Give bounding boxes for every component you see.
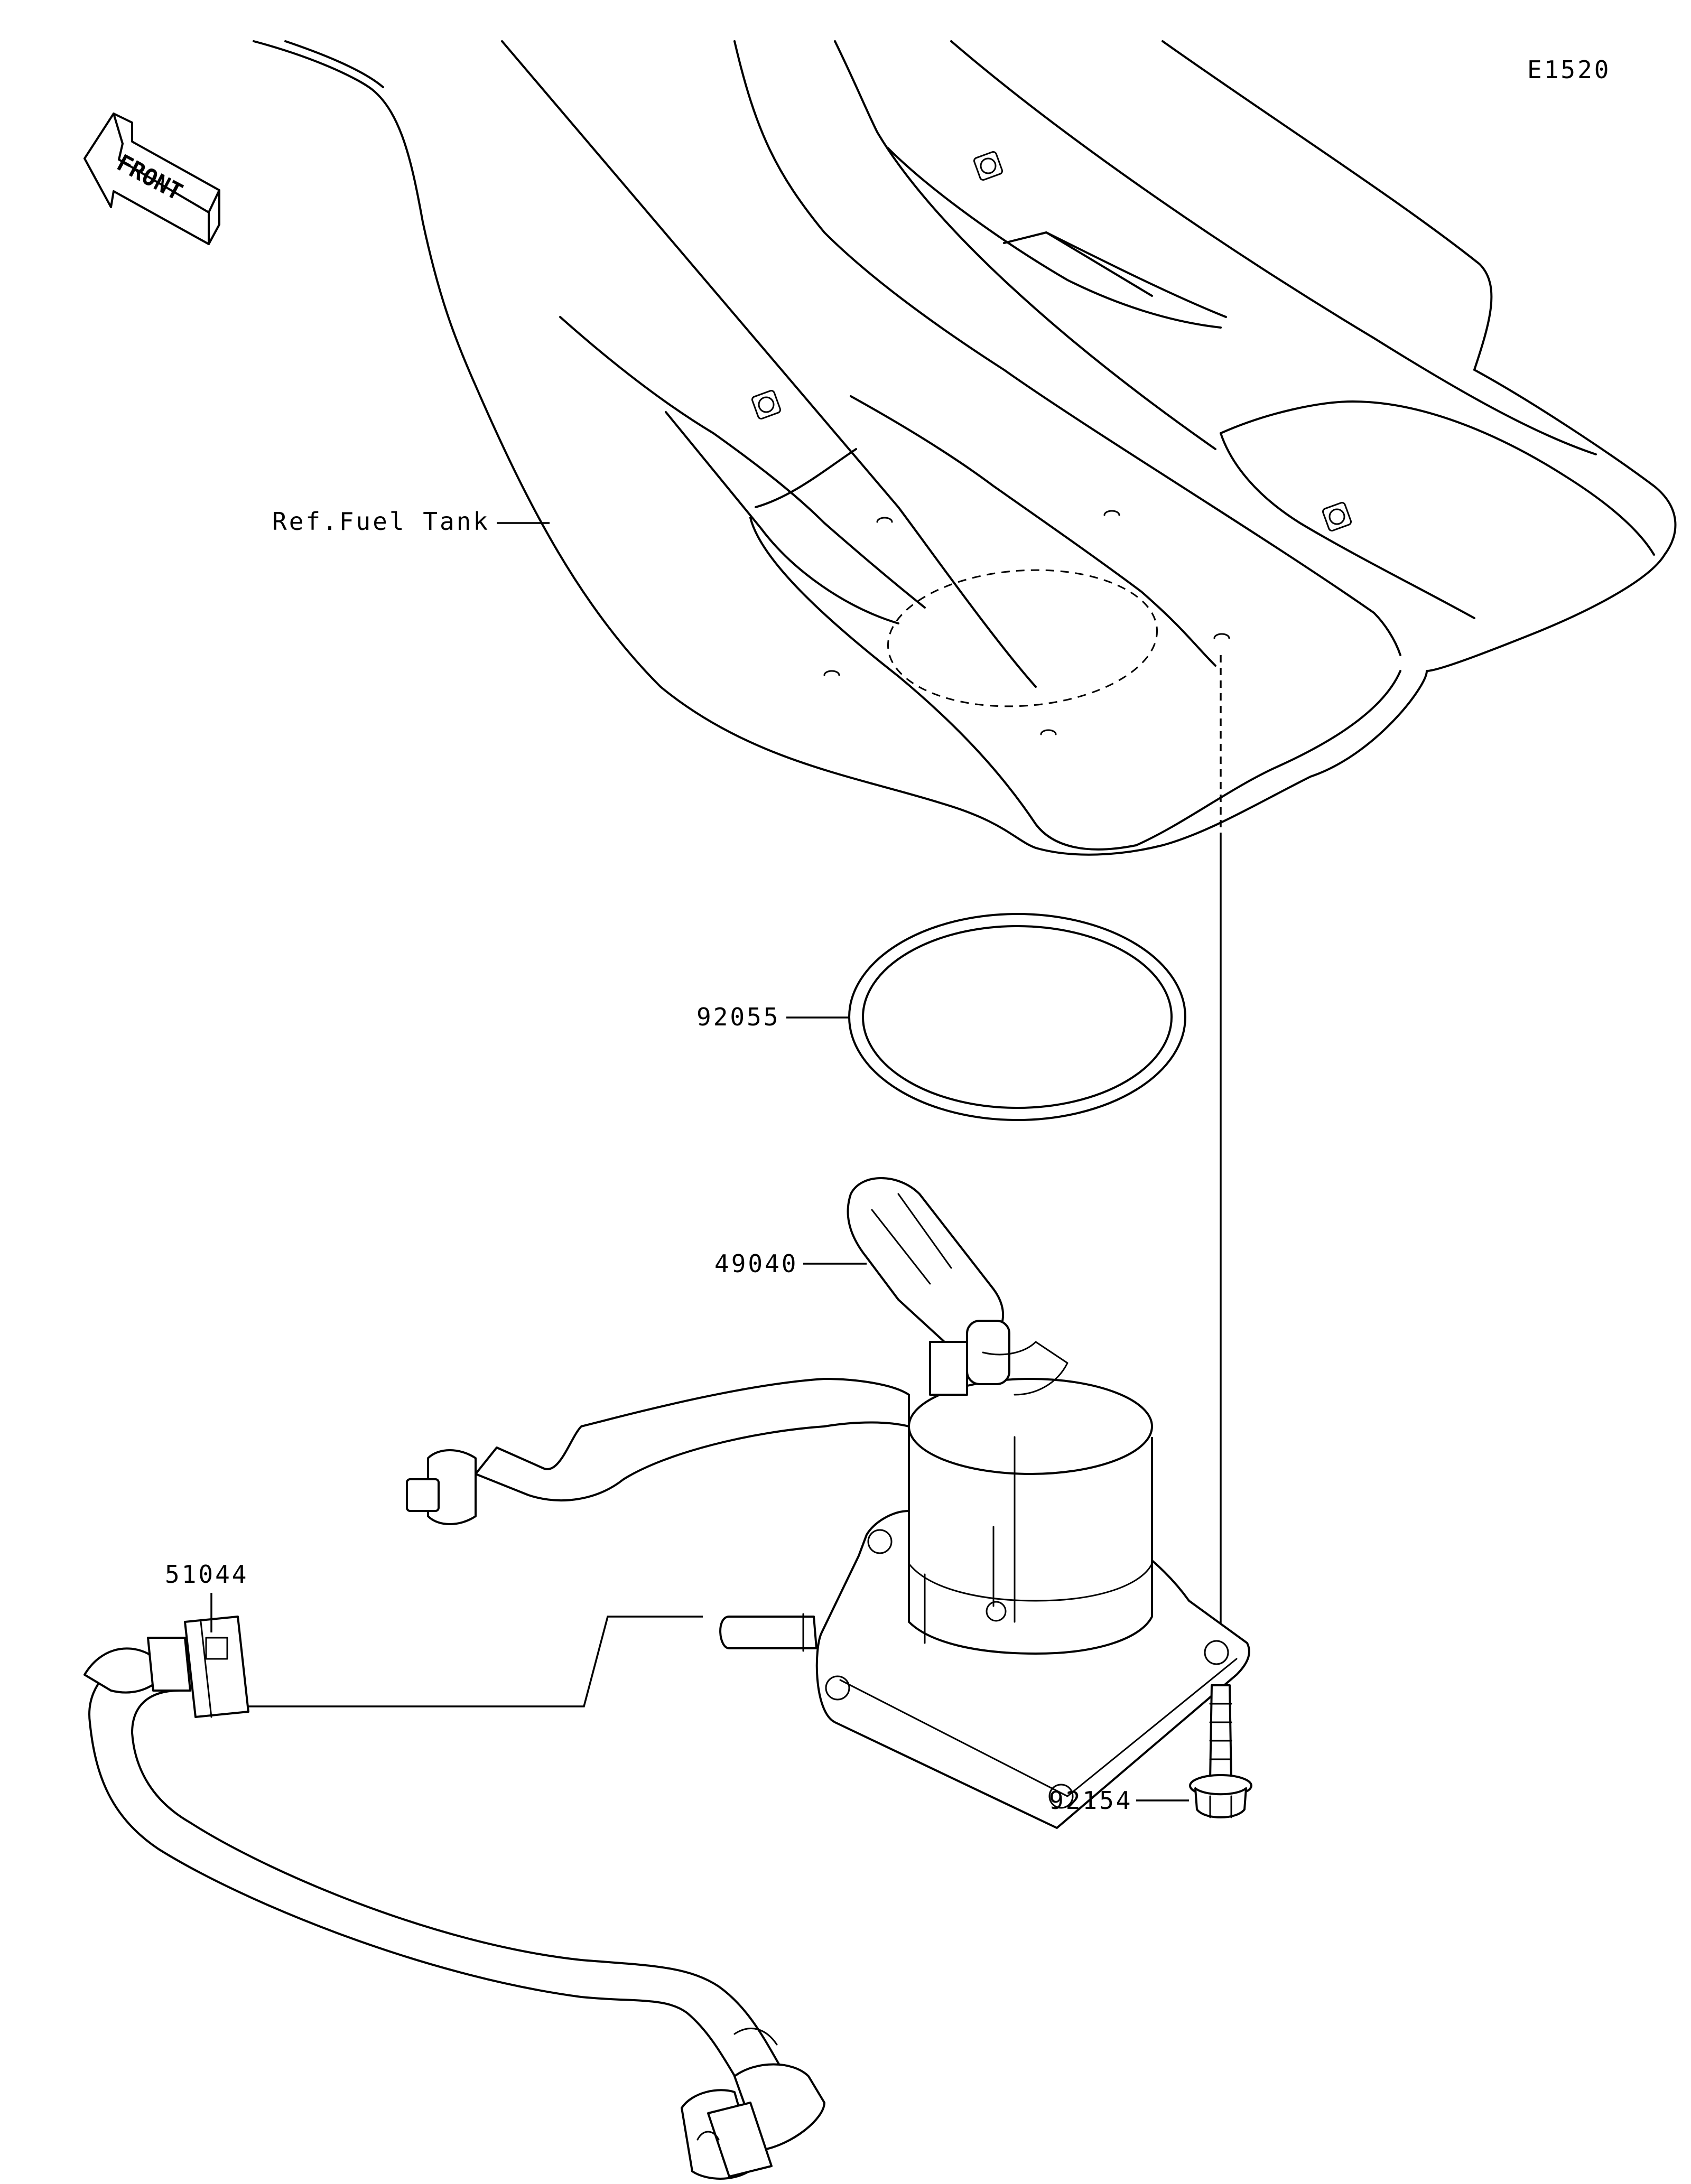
fuel-tank-icon bbox=[253, 40, 1677, 856]
label-ref-fuel-tank: Ref.Fuel Tank bbox=[272, 507, 490, 536]
front-arrow-icon: FRONT bbox=[83, 113, 220, 245]
label-92154: 92154 bbox=[1049, 1786, 1132, 1815]
diagram-code: E1520 bbox=[1527, 55, 1611, 84]
flange-bolt-icon bbox=[1189, 1684, 1252, 1818]
fuel-hose-icon bbox=[83, 1616, 825, 2180]
label-49040: 49040 bbox=[714, 1249, 798, 1278]
label-92055: 92055 bbox=[696, 1003, 780, 1031]
label-51044: 51044 bbox=[165, 1560, 248, 1589]
fuel-pump-icon bbox=[233, 1177, 1250, 1829]
o-ring-gasket-icon bbox=[848, 913, 1186, 1121]
